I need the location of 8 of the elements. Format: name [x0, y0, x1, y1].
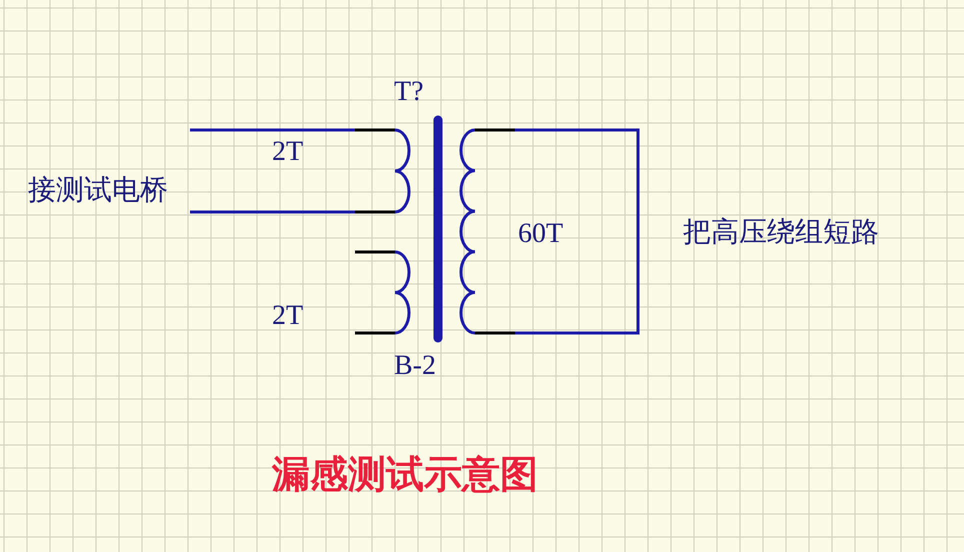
diagram-title: 漏感测试示意图	[272, 455, 538, 493]
part-label: T?	[394, 78, 424, 106]
winding-turns-label: 2T	[272, 302, 304, 330]
winding-turns-label: 2T	[272, 138, 304, 166]
note-text: 把高压绕组短路	[683, 218, 879, 246]
winding-turns-label: 60T	[518, 220, 564, 248]
note-text: 接测试电桥	[28, 176, 168, 204]
part-label: B-2	[394, 352, 436, 380]
